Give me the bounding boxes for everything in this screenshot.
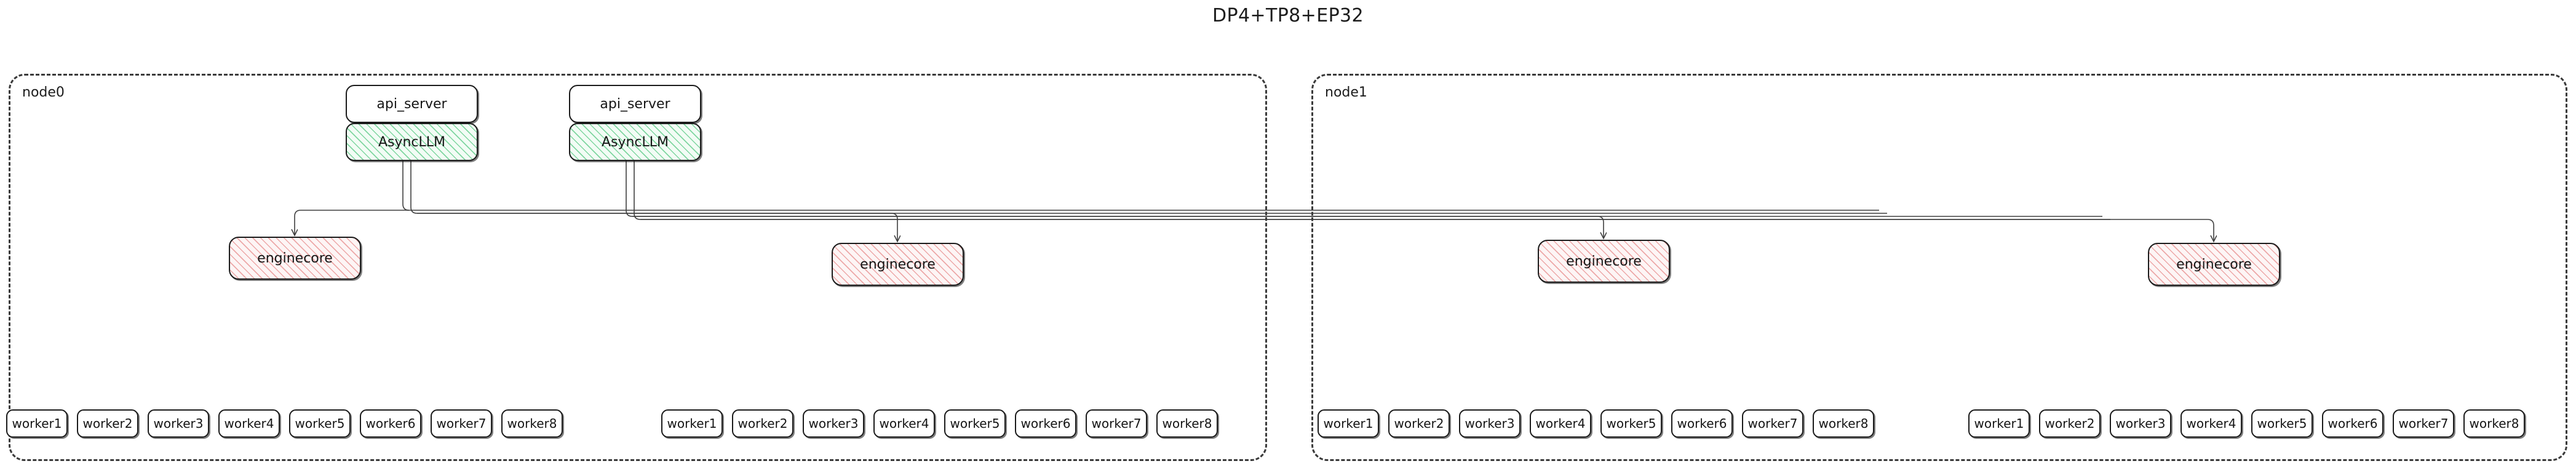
worker-box[interactable]: worker4 xyxy=(218,409,280,438)
worker-box[interactable]: worker4 xyxy=(2180,409,2242,438)
node-container-node0 xyxy=(9,74,1267,461)
worker-box[interactable]: worker1 xyxy=(1318,409,1379,438)
worker-box[interactable]: worker8 xyxy=(1156,409,1218,438)
worker-box[interactable]: worker3 xyxy=(148,409,209,438)
worker-box[interactable]: worker8 xyxy=(2463,409,2525,438)
worker-box[interactable]: worker7 xyxy=(431,409,492,438)
worker-box[interactable]: worker6 xyxy=(1015,409,1076,438)
worker-box[interactable]: worker5 xyxy=(1600,409,1662,438)
worker-box[interactable]: worker4 xyxy=(1530,409,1591,438)
node-container-node1 xyxy=(1311,74,2567,461)
worker-box[interactable]: worker5 xyxy=(2251,409,2313,438)
worker-box[interactable]: worker6 xyxy=(360,409,421,438)
enginecore-box[interactable]: enginecore xyxy=(2148,243,2280,286)
worker-box[interactable]: worker3 xyxy=(1459,409,1521,438)
page-title: DP4+TP8+EP32 xyxy=(1212,5,1364,26)
worker-box[interactable]: worker1 xyxy=(1968,409,2030,438)
worker-box[interactable]: worker3 xyxy=(2110,409,2171,438)
worker-box[interactable]: worker2 xyxy=(732,409,793,438)
worker-box[interactable]: worker2 xyxy=(1388,409,1450,438)
node-label-node1: node1 xyxy=(1325,85,1367,100)
worker-box[interactable]: worker6 xyxy=(1671,409,1733,438)
worker-box[interactable]: worker6 xyxy=(2322,409,2383,438)
worker-box[interactable]: worker1 xyxy=(6,409,68,438)
worker-box[interactable]: worker2 xyxy=(2039,409,2101,438)
worker-box[interactable]: worker5 xyxy=(289,409,351,438)
asyncllm-box[interactable]: AsyncLLM xyxy=(569,123,701,161)
worker-box[interactable]: worker2 xyxy=(77,409,138,438)
asyncllm-box[interactable]: AsyncLLM xyxy=(346,123,478,161)
worker-box[interactable]: worker8 xyxy=(501,409,563,438)
worker-box[interactable]: worker7 xyxy=(2393,409,2454,438)
enginecore-box[interactable]: enginecore xyxy=(1538,240,1670,283)
worker-box[interactable]: worker4 xyxy=(873,409,935,438)
enginecore-box[interactable]: enginecore xyxy=(229,237,361,280)
worker-box[interactable]: worker3 xyxy=(803,409,864,438)
enginecore-box[interactable]: enginecore xyxy=(832,243,964,286)
api-server-box[interactable]: api_server xyxy=(346,85,478,123)
api-server-box[interactable]: api_server xyxy=(569,85,701,123)
worker-box[interactable]: worker7 xyxy=(1742,409,1803,438)
worker-box[interactable]: worker5 xyxy=(944,409,1006,438)
node-label-node0: node0 xyxy=(22,85,65,100)
worker-box[interactable]: worker7 xyxy=(1086,409,1147,438)
worker-box[interactable]: worker8 xyxy=(1813,409,1874,438)
worker-box[interactable]: worker1 xyxy=(661,409,723,438)
